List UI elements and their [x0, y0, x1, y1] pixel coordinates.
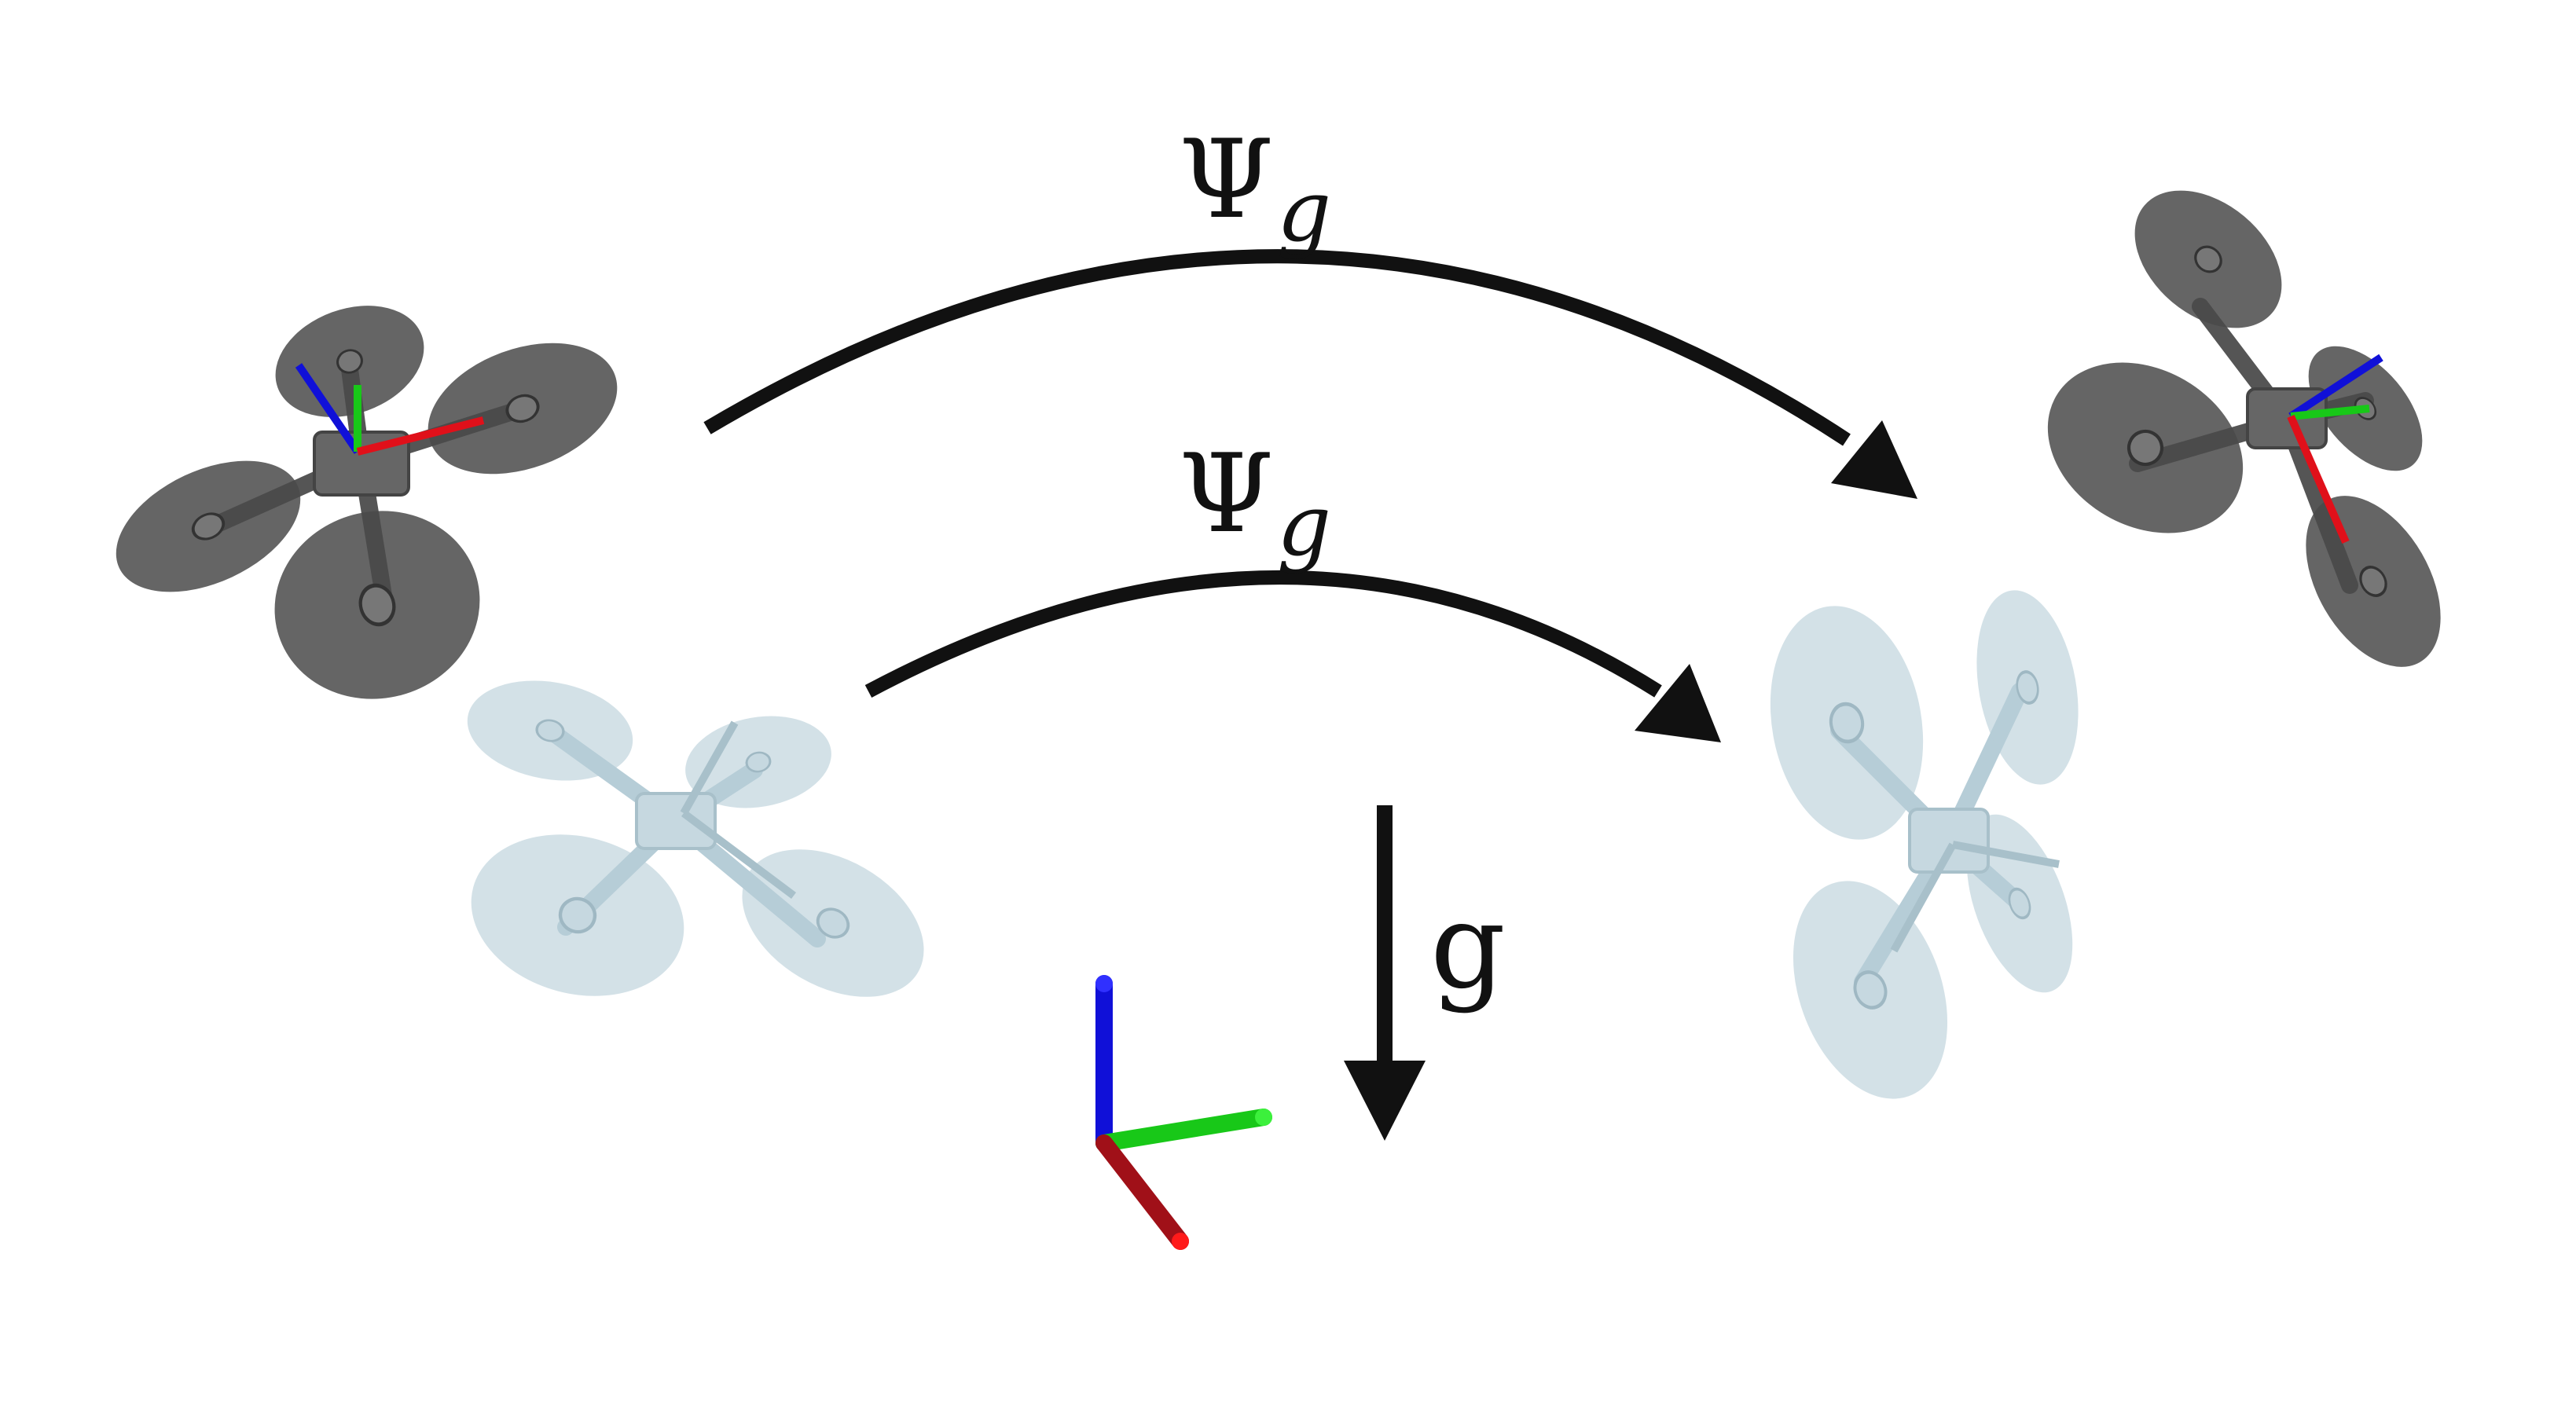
psi-subscript: g: [1277, 163, 1332, 261]
transform-label-middle: Ψg: [1179, 440, 1331, 569]
drone-ghost-right: [1752, 581, 2096, 1120]
psi-symbol: Ψ: [1179, 116, 1275, 243]
psi-symbol: Ψ: [1179, 431, 1275, 557]
transformation-arrow-middle: [864, 570, 1721, 742]
gravity-label: g: [1430, 878, 1506, 1015]
xyz-axes-icon: [1095, 975, 1272, 1250]
drone-opaque-left: [94, 284, 637, 722]
transformation-arrow-top: [703, 249, 1917, 499]
gravity-arrow: [1344, 805, 1426, 1141]
drone-opaque-right: [2016, 161, 2470, 692]
transform-label-top: Ψg: [1179, 126, 1331, 255]
drone-ghost-left: [453, 667, 952, 1029]
psi-subscript: g: [1277, 477, 1332, 575]
